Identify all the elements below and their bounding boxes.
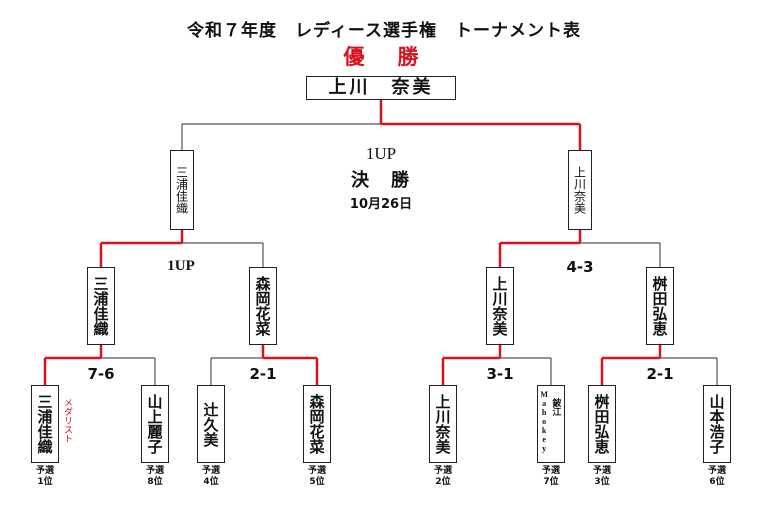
finalist-left-box: 三浦佳織: [170, 150, 194, 230]
semi-right-score: 4-3: [566, 258, 594, 276]
finalist-right-box: 上川奈美: [568, 150, 592, 230]
player-rank-8: 予選 6位: [707, 466, 726, 487]
player-box-5: 上川奈美: [429, 385, 457, 463]
champion-name: 上川 奈美: [306, 76, 456, 100]
player-box-6: Mahokey 鈹江: [537, 385, 565, 463]
player-name-7: 桝田弘恵: [592, 394, 611, 454]
player-name-5: 上川奈美: [433, 394, 452, 454]
champion-label: 優 勝: [343, 45, 425, 69]
page-title: 令和７年度 レディース選手権 トーナメント表: [187, 21, 581, 41]
player-rank-2: 予選 8位: [145, 466, 164, 487]
player-name-6: 鈹江: [550, 398, 561, 416]
final-date: 10月26日: [349, 197, 413, 212]
player-box-3: 辻久美: [197, 385, 225, 463]
finalist-right-name: 上川奈美: [572, 166, 587, 214]
player-rank-6: 予選 7位: [541, 466, 560, 487]
finalist-left-name: 三浦佳織: [174, 166, 189, 214]
player-rank-7: 予選 3位: [592, 466, 611, 487]
final-label: 決 勝: [351, 170, 411, 191]
semi-left-score: 1UP: [167, 258, 195, 274]
player-name-1: 三浦佳織: [35, 394, 54, 454]
player-box-7: 桝田弘恵: [588, 385, 616, 463]
semi-left-loser-name: 森岡花菜: [253, 276, 272, 336]
semi-right-loser-name: 桝田弘恵: [650, 276, 669, 336]
semi-left-winner-name: 三浦佳織: [91, 276, 110, 336]
player-name-2: 山上麗子: [145, 394, 164, 454]
player-name-4: 森岡花菜: [307, 394, 326, 454]
qf4-score: 2-1: [646, 365, 674, 383]
player-rank-4: 予選 5位: [307, 466, 326, 487]
qf3-score: 3-1: [486, 365, 514, 383]
medalist-label: メダリスト: [62, 398, 72, 443]
semi-right-winner-name: 上川奈美: [490, 276, 509, 336]
player-name-8: 山本浩子: [707, 394, 726, 454]
player-name-3: 辻久美: [201, 401, 220, 447]
semi-right-winner-box: 上川奈美: [486, 267, 514, 345]
qf1-score: 7-6: [87, 365, 115, 383]
semi-left-winner-box: 三浦佳織: [87, 267, 115, 345]
player-box-4: 森岡花菜: [303, 385, 331, 463]
player-rank-3: 予選 4位: [201, 466, 220, 487]
player-rank-5: 予選 2位: [433, 466, 452, 487]
player-box-1: 三浦佳織: [31, 385, 59, 463]
player-team-6: Mahokey: [539, 390, 549, 453]
semi-left-loser-box: 森岡花菜: [249, 267, 277, 345]
final-score: 1UP: [365, 144, 397, 163]
player-box-8: 山本浩子: [703, 385, 731, 463]
qf2-score: 2-1: [249, 365, 277, 383]
semi-right-loser-box: 桝田弘恵: [646, 267, 674, 345]
player-box-2: 山上麗子: [141, 385, 169, 463]
player-rank-1: 予選 1位: [35, 466, 54, 487]
